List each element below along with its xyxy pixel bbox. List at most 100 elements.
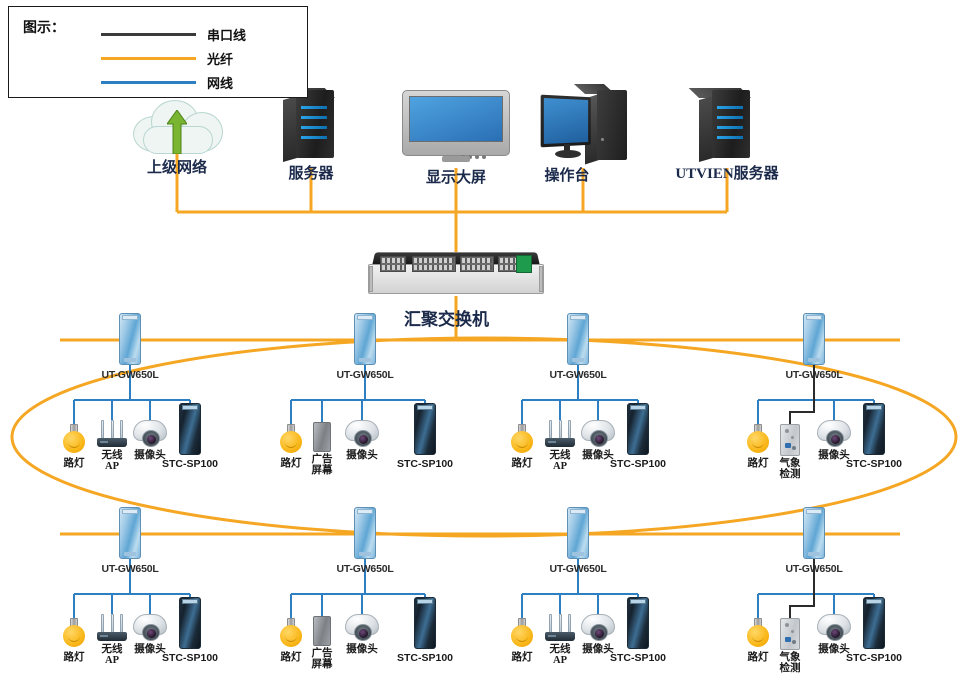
- device-camera[interactable]: 摄像头: [817, 420, 851, 461]
- device-camera[interactable]: 摄像头: [133, 614, 167, 655]
- stc-cabinet-icon: [414, 403, 436, 455]
- legend-row-serial: 串口线: [9, 23, 309, 45]
- device-wireless-ap[interactable]: 无线 AP: [545, 420, 575, 472]
- device-label: 显示大屏: [425, 170, 487, 186]
- device-label: 摄像头: [582, 450, 614, 461]
- device-street-lamp[interactable]: 路灯: [61, 618, 87, 663]
- device-ad-screen[interactable]: 广告 屏幕: [312, 616, 333, 670]
- device-label-line1: 无线: [549, 644, 571, 655]
- gateway-bottom-1[interactable]: UT-GW650L: [101, 507, 159, 575]
- device-upstream-network[interactable]: 上级网络: [129, 96, 225, 176]
- device-label: 服务器: [288, 166, 334, 182]
- device-label: STC-SP100: [845, 458, 903, 470]
- gateway-bottom-4[interactable]: UT-GW650L: [785, 507, 843, 575]
- branch-wires-bottom: [73, 559, 875, 620]
- device-camera[interactable]: 摄像头: [133, 420, 167, 461]
- device-display-screen[interactable]: 显示大屏: [402, 90, 510, 186]
- device-wireless-ap[interactable]: 无线 AP: [97, 420, 127, 472]
- device-camera[interactable]: 摄像头: [345, 420, 379, 461]
- device-weather-sensor[interactable]: 气象 检测: [780, 424, 801, 480]
- gateway-top-1[interactable]: UT-GW650L: [101, 313, 159, 381]
- street-lamp-icon: [509, 618, 535, 650]
- device-label-line2: AP: [105, 655, 119, 666]
- legend-row-network: 网线: [9, 71, 309, 93]
- dome-camera-icon: [817, 420, 851, 448]
- device-stc-sp100[interactable]: STC-SP100: [846, 403, 902, 470]
- device-label: STC-SP100: [609, 458, 667, 470]
- device-street-lamp[interactable]: 路灯: [278, 424, 304, 469]
- weather-sensor-icon: [780, 424, 800, 456]
- legend-label-serial: 串口线: [207, 28, 247, 43]
- device-label: 路灯: [63, 458, 85, 469]
- legend-label-fiber: 光纤: [207, 52, 234, 67]
- operator-console-icon: [537, 84, 629, 166]
- gateway-cabinet-icon: [567, 507, 589, 559]
- ad-screen-icon: [313, 422, 331, 452]
- device-label: 路灯: [747, 458, 769, 469]
- device-label-line1: 广告: [311, 648, 333, 659]
- device-utvien-server[interactable]: UTVIEN服务器: [675, 88, 779, 182]
- stc-cabinet-icon: [627, 597, 649, 649]
- gateway-cabinet-icon: [354, 313, 376, 365]
- gateway-label: UT-GW650L: [549, 563, 607, 575]
- device-street-lamp[interactable]: 路灯: [509, 424, 535, 469]
- device-street-lamp[interactable]: 路灯: [745, 424, 771, 469]
- device-operator-console[interactable]: 操作台: [537, 84, 629, 184]
- device-street-lamp[interactable]: 路灯: [745, 618, 771, 663]
- gateway-bottom-3[interactable]: UT-GW650L: [549, 507, 607, 575]
- gateway-cabinet-icon: [803, 507, 825, 559]
- device-label: 路灯: [747, 652, 769, 663]
- device-label-line2: AP: [105, 461, 119, 472]
- device-camera[interactable]: 摄像头: [581, 614, 615, 655]
- dome-camera-icon: [581, 420, 615, 448]
- gateway-top-4[interactable]: UT-GW650L: [785, 313, 843, 381]
- street-lamp-icon: [61, 618, 87, 650]
- server-tower-icon: [272, 88, 339, 163]
- device-stc-sp100[interactable]: STC-SP100: [162, 597, 218, 664]
- device-label-line1: 无线: [101, 644, 123, 655]
- device-label: 上级网络: [146, 160, 208, 176]
- device-label-line2: 检测: [779, 663, 801, 674]
- device-stc-sp100[interactable]: STC-SP100: [846, 597, 902, 664]
- wireless-ap-icon: [97, 420, 127, 450]
- device-aggregation-switch[interactable]: [368, 250, 544, 298]
- device-label-line2: 检测: [779, 469, 801, 480]
- device-label: STC-SP100: [396, 458, 454, 470]
- device-street-lamp[interactable]: 路灯: [509, 618, 535, 663]
- device-label: 摄像头: [346, 450, 378, 461]
- device-stc-sp100[interactable]: STC-SP100: [397, 597, 453, 664]
- device-label: STC-SP100: [161, 652, 219, 664]
- device-label: UTVIEN服务器: [675, 166, 779, 182]
- device-stc-sp100[interactable]: STC-SP100: [610, 597, 666, 664]
- device-label: 摄像头: [818, 644, 850, 655]
- gateway-bottom-2[interactable]: UT-GW650L: [336, 507, 394, 575]
- device-weather-sensor[interactable]: 气象 检测: [780, 618, 801, 674]
- street-lamp-icon: [509, 424, 535, 456]
- device-street-lamp[interactable]: 路灯: [278, 618, 304, 663]
- device-stc-sp100[interactable]: STC-SP100: [397, 403, 453, 470]
- device-label-line2: AP: [553, 461, 567, 472]
- gateway-top-2[interactable]: UT-GW650L: [336, 313, 394, 381]
- fiber-ring-ellipse: [10, 336, 958, 538]
- device-camera[interactable]: 摄像头: [581, 420, 615, 461]
- gateway-top-3[interactable]: UT-GW650L: [549, 313, 607, 381]
- cloud-upload-icon: [129, 96, 225, 154]
- gateway-cabinet-icon: [567, 313, 589, 365]
- device-stc-sp100[interactable]: STC-SP100: [162, 403, 218, 470]
- gateway-cabinet-icon: [119, 313, 141, 365]
- rack-switch-icon: [368, 250, 544, 298]
- dome-camera-icon: [133, 614, 167, 642]
- weather-sensor-icon: [780, 618, 800, 650]
- device-wireless-ap[interactable]: 无线 AP: [545, 614, 575, 666]
- device-stc-sp100[interactable]: STC-SP100: [610, 403, 666, 470]
- device-camera[interactable]: 摄像头: [345, 614, 379, 655]
- gateway-label: UT-GW650L: [549, 369, 607, 381]
- ad-screen-icon: [313, 616, 331, 646]
- device-camera[interactable]: 摄像头: [817, 614, 851, 655]
- device-label-line2: 屏幕: [311, 465, 333, 476]
- device-wireless-ap[interactable]: 无线 AP: [97, 614, 127, 666]
- device-server[interactable]: 服务器: [272, 88, 339, 182]
- device-ad-screen[interactable]: 广告 屏幕: [312, 422, 333, 476]
- device-street-lamp[interactable]: 路灯: [61, 424, 87, 469]
